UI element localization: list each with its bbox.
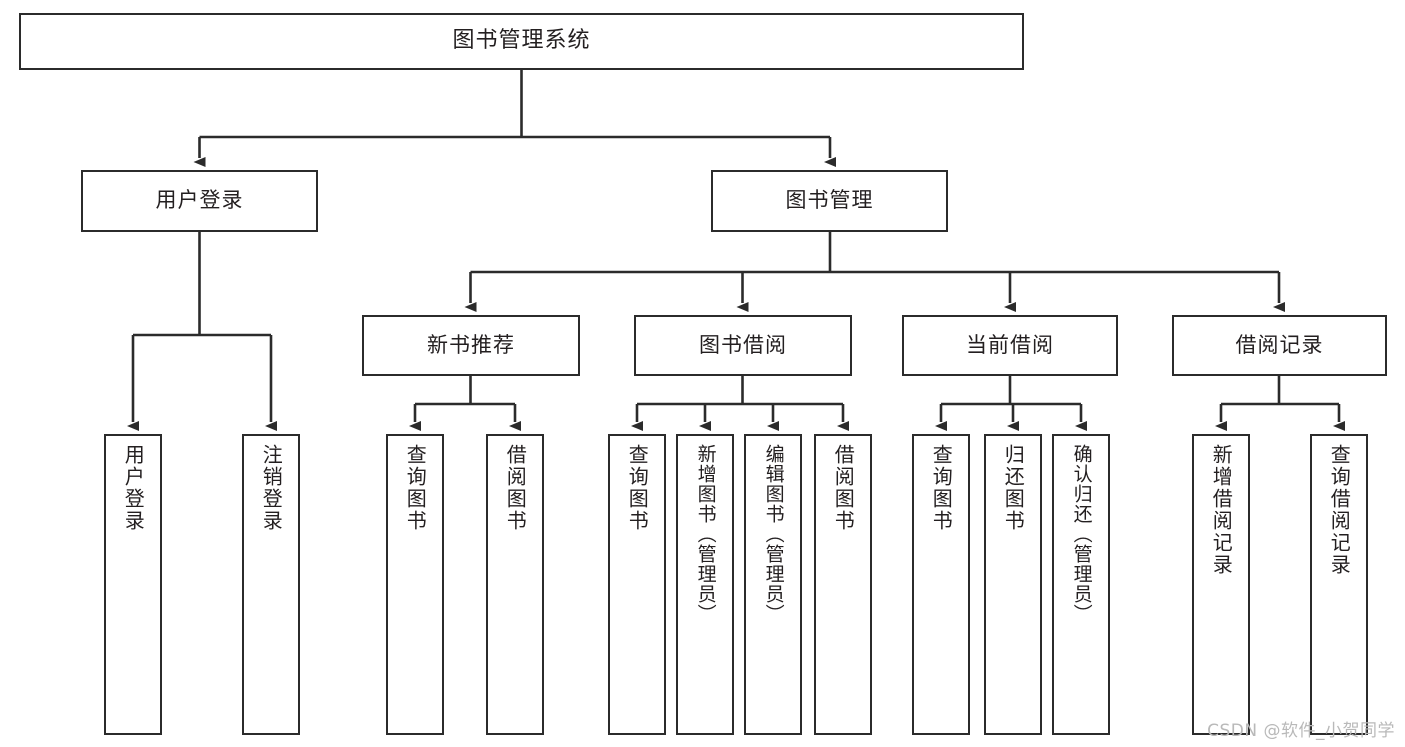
- node-new-book-rec[interactable]: 新书推荐: [362, 315, 580, 376]
- node-leaf-confirm-return[interactable]: 确认归还（管理员）: [1052, 434, 1110, 735]
- node-leaf-logout-label: 注销登录: [259, 444, 284, 532]
- node-book-manage[interactable]: 图书管理: [711, 170, 948, 232]
- node-current-borrow[interactable]: 当前借阅: [902, 315, 1118, 376]
- node-new-book-rec-label: 新书推荐: [427, 332, 515, 357]
- node-leaf-user-login-label: 用户登录: [121, 444, 146, 532]
- node-leaf-add-book-label: 新增图书（管理员）: [694, 444, 717, 624]
- node-leaf-edit-book[interactable]: 编辑图书（管理员）: [744, 434, 802, 735]
- node-leaf-query-book-3[interactable]: 查询图书: [912, 434, 970, 735]
- node-book-borrow[interactable]: 图书借阅: [634, 315, 852, 376]
- node-leaf-user-login[interactable]: 用户登录: [104, 434, 162, 735]
- node-book-borrow-label: 图书借阅: [699, 332, 787, 357]
- node-leaf-return-book[interactable]: 归还图书: [984, 434, 1042, 735]
- node-user-login[interactable]: 用户登录: [81, 170, 318, 232]
- node-leaf-borrow-book-2-label: 借阅图书: [831, 444, 856, 532]
- node-leaf-logout[interactable]: 注销登录: [242, 434, 300, 735]
- node-root-label: 图书管理系统: [452, 28, 591, 54]
- node-leaf-borrow-book-1-label: 借阅图书: [503, 444, 528, 532]
- node-leaf-borrow-book-1[interactable]: 借阅图书: [486, 434, 544, 735]
- node-current-borrow-label: 当前借阅: [966, 332, 1054, 357]
- node-leaf-add-record-label: 新增借阅记录: [1209, 444, 1234, 576]
- watermark: CSDN @软件_小贺同学: [1207, 721, 1395, 741]
- node-leaf-add-book[interactable]: 新增图书（管理员）: [676, 434, 734, 735]
- node-leaf-confirm-return-label: 确认归还（管理员）: [1070, 444, 1093, 624]
- node-leaf-query-book-1-label: 查询图书: [403, 444, 428, 532]
- node-borrow-record[interactable]: 借阅记录: [1172, 315, 1387, 376]
- node-leaf-query-book-3-label: 查询图书: [929, 444, 954, 532]
- node-leaf-add-record[interactable]: 新增借阅记录: [1192, 434, 1250, 735]
- node-borrow-record-label: 借阅记录: [1235, 332, 1324, 357]
- node-user-login-label: 用户登录: [155, 188, 244, 213]
- node-leaf-borrow-book-2[interactable]: 借阅图书: [814, 434, 872, 735]
- node-root[interactable]: 图书管理系统: [19, 13, 1024, 70]
- node-leaf-edit-book-label: 编辑图书（管理员）: [762, 444, 785, 624]
- node-leaf-return-book-label: 归还图书: [1001, 444, 1026, 532]
- node-leaf-query-book-1[interactable]: 查询图书: [386, 434, 444, 735]
- node-book-manage-label: 图书管理: [785, 188, 874, 213]
- node-leaf-query-record-label: 查询借阅记录: [1327, 444, 1352, 576]
- node-leaf-query-book-2-label: 查询图书: [625, 444, 650, 532]
- node-leaf-query-record[interactable]: 查询借阅记录: [1310, 434, 1368, 735]
- node-leaf-query-book-2[interactable]: 查询图书: [608, 434, 666, 735]
